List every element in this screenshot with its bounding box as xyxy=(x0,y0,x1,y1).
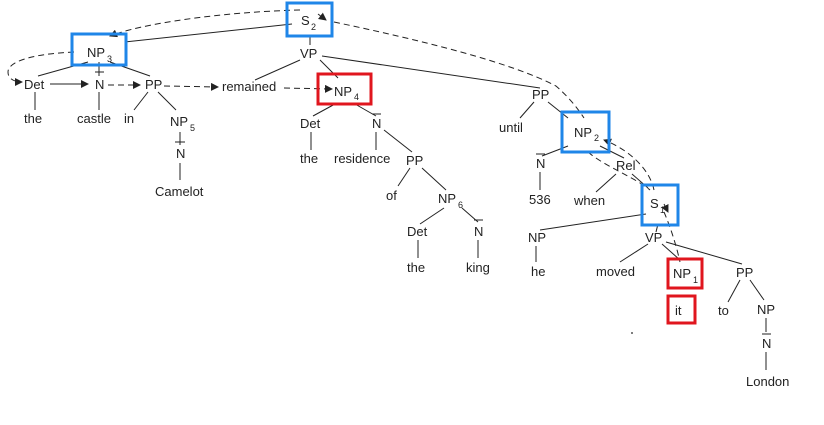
word-remained: remained xyxy=(222,79,276,94)
s2-blue-box xyxy=(285,1,334,38)
node-rel: Rel xyxy=(616,158,636,173)
word-the-2: the xyxy=(300,151,318,166)
node-pp-of: PP xyxy=(406,153,423,168)
word-of: of xyxy=(386,188,397,203)
node-pp-until: PP xyxy=(532,87,549,102)
word-london: London xyxy=(746,374,789,389)
node-s1-sub: 1 xyxy=(660,205,665,215)
node-np4-sub: 4 xyxy=(354,92,359,102)
node-np5-sub: 5 xyxy=(190,123,195,133)
node-pp-to: PP xyxy=(736,265,753,280)
node-np4-label: NP xyxy=(334,84,352,99)
word-it: it xyxy=(675,303,682,318)
np1-red-box xyxy=(666,257,704,290)
it-red-box xyxy=(666,294,697,325)
node-pp-in: PP xyxy=(145,77,162,92)
word-castle: castle xyxy=(77,111,111,126)
word-he: he xyxy=(531,264,545,279)
word-536: 536 xyxy=(529,192,551,207)
node-s1-label: S xyxy=(650,196,659,211)
node-s2-label: S xyxy=(301,13,310,28)
stray-dot xyxy=(631,332,633,334)
np2-blue-box xyxy=(560,110,611,154)
word-camelot: Camelot xyxy=(155,184,204,199)
node-np2-sub: 2 xyxy=(594,133,599,143)
node-np6-sub: 6 xyxy=(458,200,463,210)
node-np5-label: NP xyxy=(170,114,188,129)
node-np3-label: NP xyxy=(87,45,105,60)
node-det-3: Det xyxy=(407,224,428,239)
word-the-3: the xyxy=(407,260,425,275)
node-np-he: NP xyxy=(528,230,546,245)
node-s2-sub: 2 xyxy=(311,22,316,32)
node-np1-sub: 1 xyxy=(693,275,698,285)
node-np-london: NP xyxy=(757,302,775,317)
node-np2-label: NP xyxy=(574,125,592,140)
node-det-2: Det xyxy=(300,116,321,131)
node-n-536: N xyxy=(536,156,545,171)
highlight-boxes xyxy=(70,1,704,325)
node-det-1: Det xyxy=(24,77,45,92)
word-the-1: the xyxy=(24,111,42,126)
node-np3-sub: 3 xyxy=(107,54,112,64)
s1-blue-box xyxy=(640,183,680,227)
node-np1-label: NP xyxy=(673,266,691,281)
node-n-residence: N xyxy=(372,116,381,131)
word-until: until xyxy=(499,120,523,135)
node-n-king: N xyxy=(474,224,483,239)
word-moved: moved xyxy=(596,264,635,279)
node-vp-sub: VP xyxy=(645,230,662,245)
np3-blue-box xyxy=(70,32,128,67)
word-in: in xyxy=(124,111,134,126)
node-np6-label: NP xyxy=(438,191,456,206)
node-labels: S 2 VP NP 3 Det N PP remained NP 4 the c… xyxy=(24,13,789,389)
n-bar-overbars xyxy=(95,71,771,335)
word-king: king xyxy=(466,260,490,275)
node-n-castle: N xyxy=(95,77,104,92)
node-n-camelot: N xyxy=(176,146,185,161)
word-residence: residence xyxy=(334,151,390,166)
node-vp-main: VP xyxy=(300,46,317,61)
word-to: to xyxy=(718,303,729,318)
node-n-london: N xyxy=(762,336,771,351)
word-when: when xyxy=(573,193,605,208)
np4-red-box xyxy=(316,72,373,106)
